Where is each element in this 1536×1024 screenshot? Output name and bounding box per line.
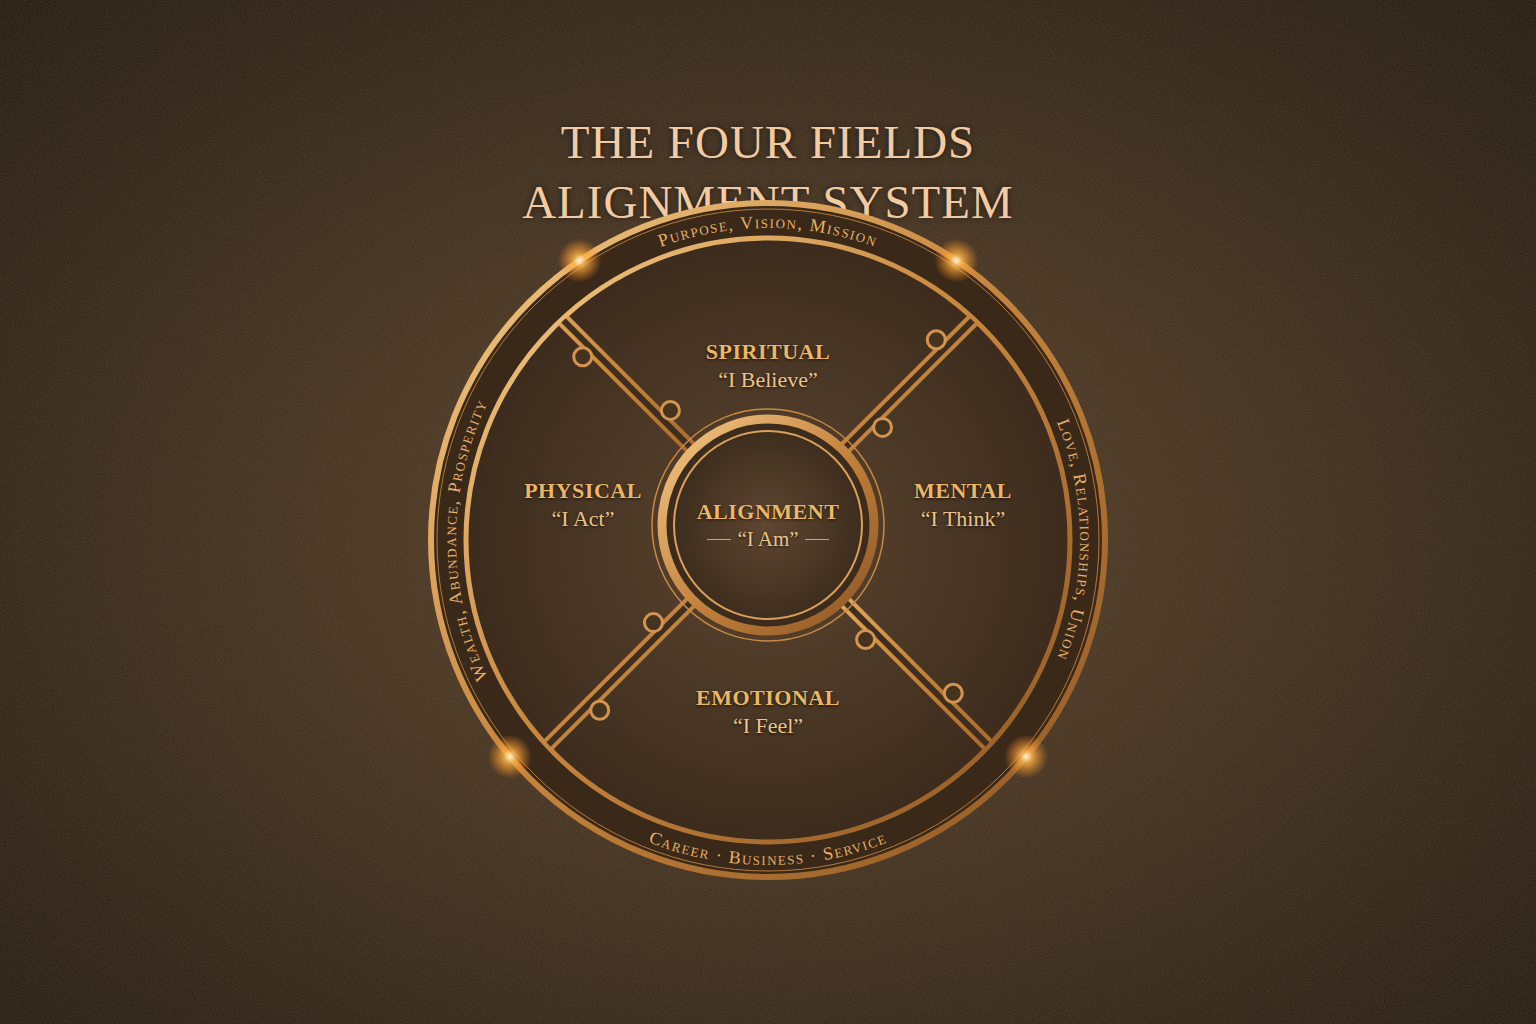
puzzle-knob — [661, 401, 679, 419]
field-quadrant: EMOTIONAL“I Feel” — [676, 679, 860, 745]
field-affirmation: “I Feel” — [686, 713, 850, 739]
puzzle-knob — [874, 418, 892, 436]
center-hub: ALIGNMENT“I Am” — [650, 407, 886, 643]
inner-disk — [466, 238, 1070, 842]
field-dividers — [471, 228, 1065, 822]
field-name: SPIRITUAL — [696, 339, 841, 365]
field-name: ALIGNMENT — [697, 499, 840, 525]
puzzle-knob — [944, 684, 962, 702]
hub-band — [662, 419, 874, 631]
puzzle-knob — [591, 701, 609, 719]
rim-glow — [488, 735, 532, 779]
rim-glow — [558, 239, 602, 283]
alignment-wheel: Purpose, Vision, MissionWealth, Abundanc… — [428, 200, 1108, 880]
puzzle-knob — [927, 331, 945, 349]
field-quadrant: MENTAL“I Think” — [894, 472, 1032, 538]
life-area-label: Love, Relationships, Union — [1053, 416, 1096, 664]
hub-inner-line — [674, 431, 862, 619]
ring-texts: Purpose, Vision, MissionWealth, Abundanc… — [440, 212, 1096, 869]
outer-band — [447, 219, 1089, 861]
field-affirmation: “I Believe” — [696, 367, 841, 393]
life-area-label: Purpose, Vision, Mission — [655, 212, 880, 251]
outer-rim — [431, 203, 1105, 877]
field-name: EMOTIONAL — [686, 685, 850, 711]
field-name: PHYSICAL — [514, 478, 652, 504]
hub-ring — [650, 407, 886, 643]
field-quadrant: SPIRITUAL“I Believe” — [686, 333, 851, 399]
life-area-label: Career · Business · Service — [647, 827, 890, 869]
outer-rim-line — [437, 209, 1099, 871]
puzzle-knob — [857, 631, 875, 649]
field-name: MENTAL — [904, 478, 1022, 504]
field-affirmation: “I Think” — [904, 506, 1022, 532]
field-quadrant: PHYSICAL“I Act” — [504, 472, 662, 538]
rim-glow — [1004, 735, 1048, 779]
puzzle-knob — [644, 614, 662, 632]
field-affirmation: “I Am” — [701, 527, 834, 552]
life-area-label: Wealth, Abundance, Prosperity — [440, 395, 492, 684]
hub-outer-line — [652, 409, 884, 641]
field-affirmation: “I Act” — [514, 506, 652, 532]
puzzle-knob — [574, 348, 592, 366]
rim-glow — [934, 239, 978, 283]
